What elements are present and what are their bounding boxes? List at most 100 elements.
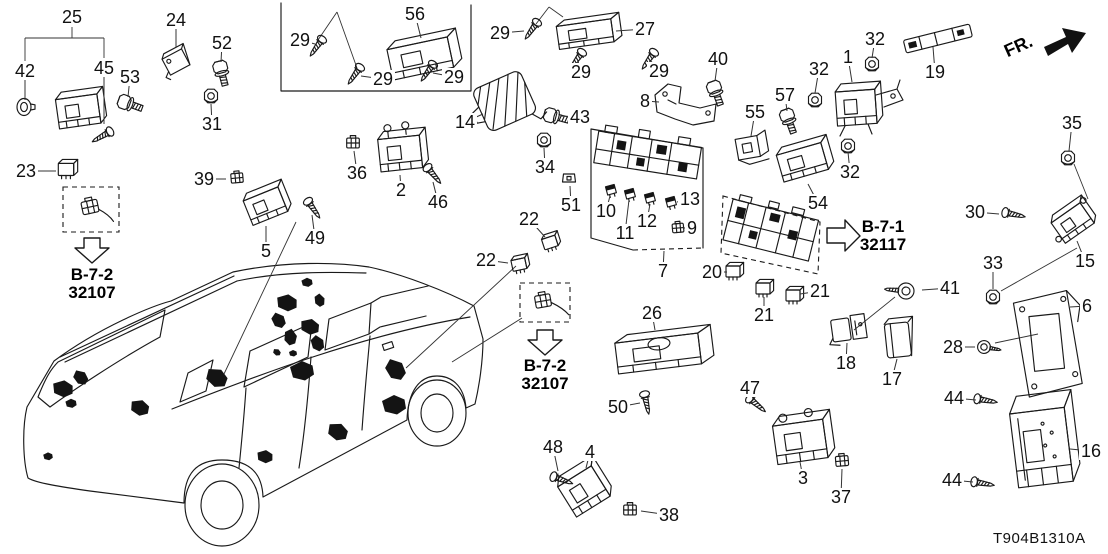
part-15-bracket <box>1047 194 1100 244</box>
dashed-box-b71 <box>721 196 820 274</box>
callout-label: 54 <box>805 193 831 213</box>
ref-code: B-7-1 <box>861 217 905 236</box>
side-mirror <box>382 342 393 351</box>
callout-label: 33 <box>980 253 1006 273</box>
fork-leader-27 <box>536 7 563 24</box>
part-19-unit <box>903 24 972 53</box>
callout-label: 29 <box>646 61 672 81</box>
extra-leaders <box>854 164 1088 343</box>
callout-label: 34 <box>532 157 558 177</box>
ref-code: B-7-2 <box>70 265 114 284</box>
inset-box-56 <box>281 3 471 91</box>
callout-label: 17 <box>879 369 905 389</box>
part-glyphs <box>16 11 1100 518</box>
component-location-marks <box>43 277 406 464</box>
down-arrow-icon <box>528 330 562 355</box>
callout-label: 8 <box>637 91 653 111</box>
callout-label: 29 <box>370 69 396 89</box>
callout-label: 7 <box>655 261 671 281</box>
callout-label: 10 <box>593 201 619 221</box>
part-18-connector <box>826 314 868 347</box>
box-7 <box>591 129 703 250</box>
roof-rail <box>60 276 237 362</box>
callout-label: 45 <box>91 58 117 78</box>
dashed-box-b72-1 <box>63 187 119 232</box>
callout-label: 29 <box>568 62 594 82</box>
diagram-code: T904B1310A <box>993 530 1086 547</box>
callout-label: 21 <box>751 305 777 325</box>
callout-label: 31 <box>199 114 225 134</box>
callout-label: 22 <box>473 250 499 270</box>
callout-label: 48 <box>540 437 566 457</box>
callout-label: 47 <box>737 378 763 398</box>
ref-page: 32107 <box>521 373 569 393</box>
callout-label: 38 <box>656 505 682 525</box>
b72-connector-1 <box>79 195 113 228</box>
callout-label: 55 <box>742 102 768 122</box>
callout-label: 39 <box>191 169 217 189</box>
callout-label: 22 <box>516 209 542 229</box>
callout-label: 41 <box>937 278 963 298</box>
callout-label: 53 <box>117 67 143 87</box>
front-wheel <box>408 380 466 446</box>
location-leader-lines <box>224 222 522 374</box>
ref-label-b71: B-7-1 32117 <box>860 218 906 254</box>
callout-label: 28 <box>940 337 966 357</box>
callout-label: 51 <box>558 195 584 215</box>
part-2-module <box>376 120 430 173</box>
fr-arrow-icon <box>1044 28 1086 56</box>
bracket-leader-25-42-45 <box>25 27 104 61</box>
part-1-module <box>834 80 903 136</box>
callout-label: 13 <box>677 189 703 209</box>
callout-label: 29 <box>487 23 513 43</box>
callout-label: 56 <box>402 4 428 24</box>
callout-label: 46 <box>425 192 451 212</box>
part-24-module <box>156 43 196 81</box>
callout-label: 27 <box>632 19 658 39</box>
callout-label: 35 <box>1059 113 1085 133</box>
ref-page: 32117 <box>859 234 907 254</box>
windshield-lines <box>369 286 428 334</box>
callout-label: 20 <box>699 262 725 282</box>
part-8-bracket <box>655 84 716 125</box>
callout-label: 19 <box>922 62 948 82</box>
callout-label: 11 <box>613 223 637 243</box>
part-7-fusebox <box>594 123 703 179</box>
callout-label: 16 <box>1078 441 1104 461</box>
callout-label: 21 <box>807 281 833 301</box>
callout-label: 2 <box>393 180 409 200</box>
callout-label: 37 <box>828 487 854 507</box>
callout-label: 14 <box>452 112 478 132</box>
rear-wheel <box>185 464 259 546</box>
ref-label-b72-1: B-7-2 32107 <box>68 266 115 302</box>
part-16-module <box>1006 388 1084 490</box>
callout-label: 12 <box>634 211 660 231</box>
part-3-module <box>770 406 837 466</box>
part-17-cover <box>884 316 917 358</box>
callout-label: 23 <box>13 161 39 181</box>
down-arrow-icon <box>75 238 109 263</box>
part-26-module <box>612 323 716 376</box>
callout-label: 5 <box>258 241 274 261</box>
callout-label: 57 <box>772 85 798 105</box>
callout-label: 1 <box>840 47 856 67</box>
callout-label: 24 <box>163 10 189 30</box>
ref-page: 32107 <box>68 282 116 302</box>
callout-label: 15 <box>1072 251 1098 271</box>
callout-label: 32 <box>837 162 863 182</box>
callout-label: 52 <box>209 33 235 53</box>
belt-line <box>172 317 470 409</box>
callout-label: 26 <box>639 303 665 323</box>
callout-label: 44 <box>941 388 967 408</box>
callout-label: 29 <box>287 30 313 50</box>
quarter-window <box>180 360 213 402</box>
callout-label: 43 <box>567 107 593 127</box>
callout-label: 3 <box>795 468 811 488</box>
callout-label: 29 <box>441 67 467 87</box>
callout-label: 42 <box>12 61 38 81</box>
callout-label: 30 <box>962 202 988 222</box>
callout-label: 25 <box>59 7 85 27</box>
